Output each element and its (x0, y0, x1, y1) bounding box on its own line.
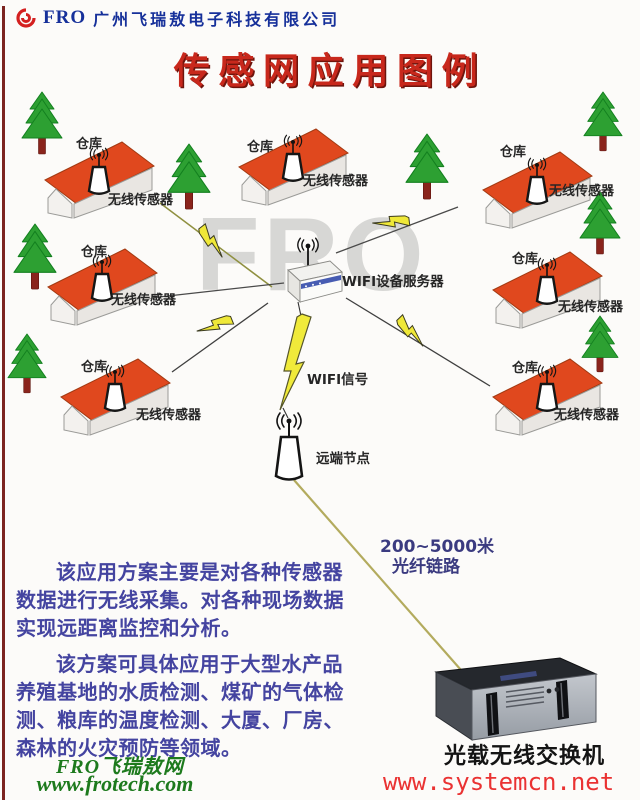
lightning-bolt-icon (371, 209, 413, 239)
lightning-bolts (193, 209, 433, 411)
footer-brand: FRO飞瑞敖网 (55, 756, 185, 778)
warehouse-label: 仓库 (512, 361, 539, 376)
warehouse-label: 仓库 (81, 245, 108, 260)
warehouse-house-midright (493, 252, 602, 328)
pine-tree-icon (167, 143, 211, 210)
sensor-label: 无线传感器 (136, 408, 202, 423)
footer-url: www.frotech.com (36, 771, 194, 796)
warehouse-house-bottomleft (61, 359, 170, 435)
fiber-link-label: 光纤链路 (392, 557, 460, 577)
wifi-server-label: WIFI设备服务器 (342, 274, 444, 290)
warehouse-label: 仓库 (512, 252, 539, 267)
left-border-line (2, 6, 5, 800)
pine-tree-icon (583, 91, 623, 152)
warehouse-label: 仓库 (247, 140, 274, 155)
remote-node-label: 远端节点 (316, 451, 370, 467)
fiber-link-line (293, 479, 469, 679)
header-logo-text: FRO (43, 7, 87, 28)
pine-tree-icon (21, 91, 63, 155)
description-paragraph-2: 该方案可具体应用于大型水产品养殖基地的水质检测、煤矿的气体检测、粮库的温度检测、… (16, 652, 344, 760)
warehouse-label: 仓库 (76, 137, 103, 152)
warehouse-house-bottomright (493, 359, 602, 435)
connection-line-topright (335, 206, 459, 254)
connection-line-left (149, 282, 285, 299)
warehouse-label: 仓库 (81, 360, 108, 375)
warehouse-label: 仓库 (500, 145, 527, 160)
page-title: 传感网应用图例 (173, 51, 487, 92)
wifi-server-device (287, 237, 343, 304)
pine-tree-icon (7, 333, 47, 394)
lightning-bolt-icon (196, 309, 236, 345)
connection-line-bottomleft (171, 302, 269, 373)
pine-tree-icon (13, 223, 57, 290)
fiber-distance-label: 200~5000米 (380, 537, 495, 557)
warehouse-house-midleft (48, 249, 157, 325)
switch-caption: 光载无线交换机 (444, 744, 606, 769)
remote-node-antenna (274, 412, 304, 481)
sensor-label: 无线传感器 (303, 174, 369, 189)
header: FRO 广州飞瑞敖电子科技有限公司 (16, 6, 340, 30)
optical-switch-device (434, 657, 598, 741)
connection-line-bottomright (345, 297, 491, 387)
sensor-label: 无线传感器 (558, 300, 624, 315)
description-paragraph-1: 该应用方案主要是对各种传感器数据进行无线采集。对各种现场数据实现远距离监控和分析… (16, 560, 344, 640)
wifi-signal-label: WIFI信号 (307, 372, 369, 388)
sensor-label: 无线传感器 (111, 293, 177, 308)
sensor-label: 无线传感器 (554, 408, 620, 423)
pine-tree-icon (405, 133, 449, 200)
big-lightning-bolt-icon (279, 313, 312, 411)
connection-line-down-lower (282, 407, 289, 419)
connection-line-down-upper (297, 301, 302, 317)
sensor-label: 无线传感器 (108, 193, 174, 208)
header-company-name: 广州飞瑞敖电子科技有限公司 (93, 10, 341, 29)
connection-lines (149, 202, 491, 679)
fro-swirl-icon (16, 8, 36, 28)
pine-tree-icon (581, 315, 619, 373)
site-watermark: www.systemcn.net (383, 768, 615, 796)
sensor-label: 无线传感器 (549, 184, 615, 199)
